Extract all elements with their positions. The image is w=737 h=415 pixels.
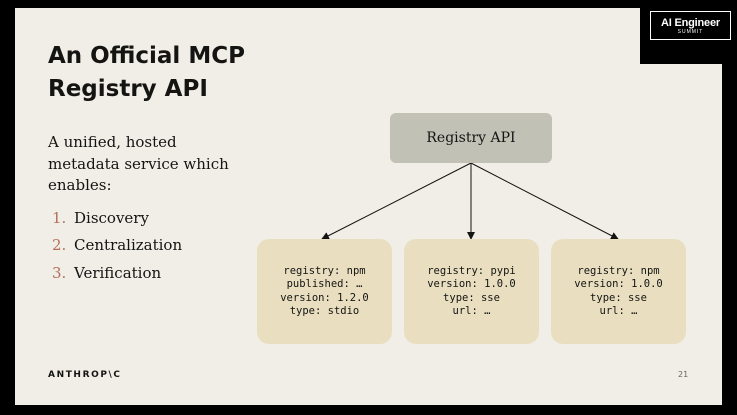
registry-card-npm-sse: registry: npm version: 1.0.0 type: sse u… xyxy=(551,239,686,344)
list-item: 1. Discovery xyxy=(52,204,182,232)
card-line: version: 1.0.0 xyxy=(574,278,663,290)
list-item: 2. Centralization xyxy=(52,232,182,260)
arrow-to-card-3 xyxy=(470,162,619,240)
step-number: 3. xyxy=(52,263,67,282)
card-line: url: … xyxy=(452,305,491,317)
event-badge: AI Engineer SUMMIT xyxy=(640,0,737,64)
step-label: Verification xyxy=(74,263,162,282)
step-label: Discovery xyxy=(74,208,149,227)
registry-card-pypi-sse: registry: pypi version: 1.0.0 type: sse … xyxy=(404,239,539,344)
slide-title-line2: Registry API xyxy=(48,76,208,102)
step-label: Centralization xyxy=(74,236,183,255)
card-line: published: … xyxy=(286,278,363,290)
steps-list: 1. Discovery 2. Centralization 3. Verifi… xyxy=(52,204,182,287)
anthropic-logo: ANTHROP\C xyxy=(48,370,122,380)
event-badge-logo: AI Engineer SUMMIT xyxy=(650,11,731,40)
card-line: type: stdio xyxy=(289,305,360,317)
step-number: 2. xyxy=(52,236,67,255)
step-number: 1. xyxy=(52,208,67,227)
arrow-to-card-1 xyxy=(321,162,472,240)
card-line: version: 1.2.0 xyxy=(280,291,369,304)
card-line: url: … xyxy=(599,305,638,317)
registry-api-node: Registry API xyxy=(390,113,552,163)
card-line: registry: npm xyxy=(577,264,660,277)
card-line: type: sse xyxy=(443,291,500,304)
badge-subtitle: SUMMIT xyxy=(677,28,704,35)
list-item: 3. Verification xyxy=(52,259,182,287)
card-line: registry: pypi xyxy=(427,264,516,277)
card-line: registry: npm xyxy=(283,264,366,277)
card-line: type: sse xyxy=(590,291,647,304)
page-number: 21 xyxy=(678,370,689,379)
registry-card-npm-stdio: registry: npm published: … version: 1.2.… xyxy=(257,239,392,344)
badge-title: AI Engineer xyxy=(661,16,720,29)
slide-title-line1: An Official MCP xyxy=(48,43,245,69)
card-line: version: 1.0.0 xyxy=(427,278,516,290)
slide-description: A unified, hosted metadata service which… xyxy=(48,133,229,194)
slide-title: An Official MCP Registry API xyxy=(48,40,308,106)
